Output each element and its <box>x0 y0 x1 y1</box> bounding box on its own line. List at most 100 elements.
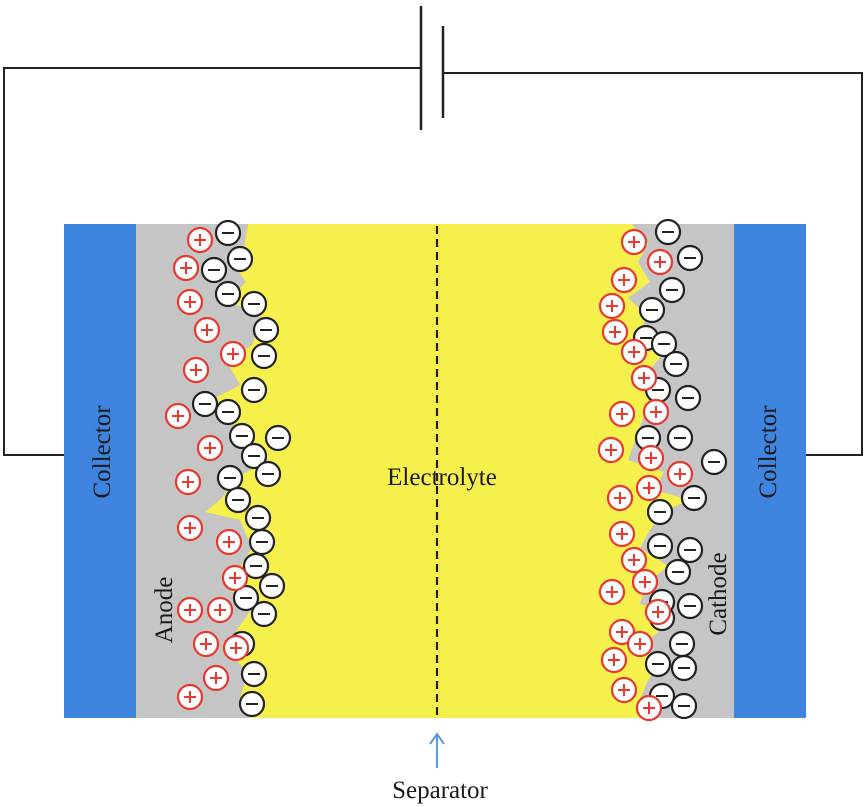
negative-ion-icon <box>654 218 682 246</box>
negative-ion-icon <box>644 650 672 678</box>
negative-ion-icon <box>646 498 674 526</box>
positive-ion-icon <box>186 226 214 254</box>
positive-ion-icon <box>192 630 220 658</box>
negative-ion-icon <box>676 244 704 272</box>
positive-ion-icon <box>598 578 626 606</box>
positive-ion-icon <box>172 254 200 282</box>
negative-ion-icon <box>200 256 228 284</box>
positive-ion-icon <box>646 248 674 276</box>
collector-left <box>64 224 136 718</box>
positive-ion-icon <box>221 564 249 592</box>
positive-ion-icon <box>222 634 250 662</box>
negative-ion-icon <box>240 660 268 688</box>
positive-ion-icon <box>176 683 204 711</box>
positive-ion-icon <box>620 546 648 574</box>
collector-right <box>734 224 806 718</box>
positive-ion-icon <box>174 468 202 496</box>
positive-ion-icon <box>631 568 659 596</box>
positive-ion-icon <box>635 694 663 722</box>
negative-ion-icon <box>670 692 698 720</box>
negative-ion-icon <box>214 398 242 426</box>
wire-right <box>443 72 863 456</box>
positive-ion-icon <box>635 474 663 502</box>
negative-ion-icon <box>674 384 702 412</box>
collector-right-label: Collector <box>755 405 782 499</box>
negative-ion-icon <box>242 552 270 580</box>
negative-ion-icon <box>700 448 728 476</box>
negative-ion-icon <box>248 528 276 556</box>
negative-ion-icon <box>676 536 704 564</box>
ions-layer <box>164 218 728 722</box>
negative-ion-icon <box>658 276 686 304</box>
negative-ion-icon <box>666 424 694 452</box>
positive-ion-icon <box>626 630 654 658</box>
positive-ion-icon <box>601 318 629 346</box>
collector-left-label: Collector <box>89 405 116 499</box>
negative-ion-icon <box>664 558 692 586</box>
negative-ion-icon <box>226 245 254 273</box>
positive-ion-icon <box>219 340 247 368</box>
positive-ion-icon <box>196 434 224 462</box>
negative-ion-icon <box>232 584 260 612</box>
positive-ion-icon <box>637 444 665 472</box>
positive-ion-icon <box>597 436 625 464</box>
positive-ion-icon <box>666 460 694 488</box>
positive-ion-icon <box>182 356 210 384</box>
positive-ion-icon <box>598 292 626 320</box>
positive-ion-icon <box>610 676 638 704</box>
negative-ion-icon <box>668 630 696 658</box>
positive-ion-icon <box>176 596 204 624</box>
negative-ion-icon <box>240 442 268 470</box>
negative-ion-icon <box>250 342 278 370</box>
negative-ion-icon <box>264 424 292 452</box>
positive-ion-icon <box>610 266 638 294</box>
battery-symbol <box>419 6 445 130</box>
positive-ion-icon <box>176 514 204 542</box>
negative-ion-icon <box>662 350 690 378</box>
circuit-wire <box>3 67 863 456</box>
electrolyte-label: Electrolyte <box>387 464 497 491</box>
negative-ion-icon <box>216 464 244 492</box>
negative-ion-icon <box>638 296 666 324</box>
negative-ion-icon <box>224 486 252 514</box>
negative-ion-icon <box>646 532 674 560</box>
positive-ion-icon <box>608 618 636 646</box>
positive-ion-icon <box>608 400 636 428</box>
negative-ion-icon <box>254 460 282 488</box>
negative-ion-icon <box>214 219 242 247</box>
negative-ion-icon <box>228 422 256 450</box>
positive-ion-icon <box>193 316 221 344</box>
positive-ion-icon <box>606 484 634 512</box>
negative-ion-icon <box>238 690 266 718</box>
anode-label: Anode <box>151 577 178 644</box>
positive-ion-icon <box>620 228 648 256</box>
positive-ion-icon <box>215 528 243 556</box>
negative-ion-icon <box>214 280 242 308</box>
positive-ion-icon <box>644 598 672 626</box>
negative-ion-icon <box>680 484 708 512</box>
positive-ion-icon <box>202 664 230 692</box>
wire-left <box>3 67 421 456</box>
positive-ion-icon <box>206 596 234 624</box>
separator-arrow <box>429 732 445 768</box>
negative-ion-icon <box>191 390 219 418</box>
negative-ion-icon <box>240 290 268 318</box>
positive-ion-icon <box>164 402 192 430</box>
negative-ion-icon <box>676 592 704 620</box>
positive-ion-icon <box>176 288 204 316</box>
positive-ion-icon <box>608 520 636 548</box>
negative-ion-icon <box>250 600 278 628</box>
negative-ion-icon <box>670 654 698 682</box>
cathode-label: Cathode <box>705 552 732 635</box>
negative-ion-icon <box>240 376 268 404</box>
negative-ion-icon <box>258 572 286 600</box>
negative-ion-icon <box>650 330 678 358</box>
positive-ion-icon <box>600 646 628 674</box>
negative-ion-icon <box>252 316 280 344</box>
positive-ion-icon <box>630 364 658 392</box>
positive-ion-icon <box>642 398 670 426</box>
separator-label: Separator <box>392 777 488 804</box>
positive-ion-icon <box>620 338 648 366</box>
negative-ion-icon <box>244 504 272 532</box>
